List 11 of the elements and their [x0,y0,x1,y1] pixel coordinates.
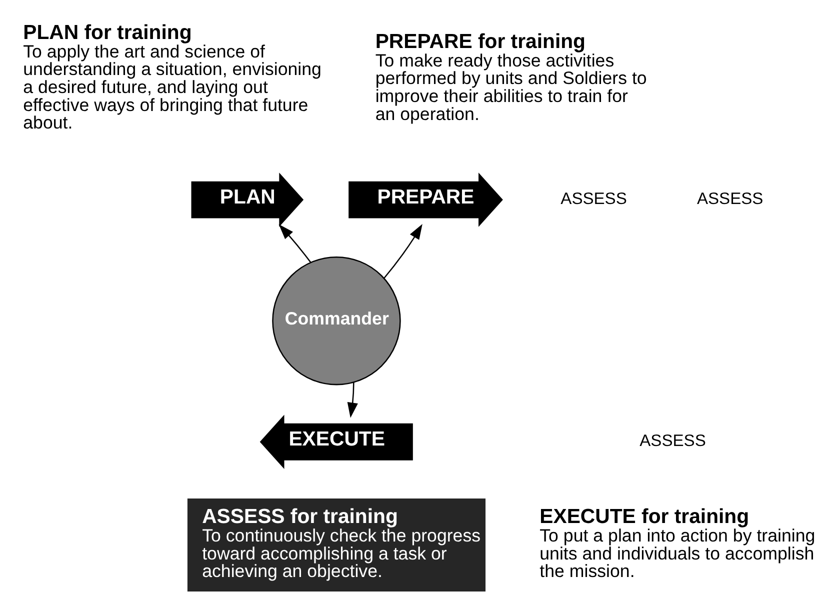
node-box: ASSESS for training To continuously check the progress toward accomplishing a task or achieving an objective. [186,498,486,592]
node-circle: Commander [272,256,400,385]
arrow [346,382,358,418]
node-text: PREPARE for training To make ready those activities performed by units and Soldiers to improve their abilities to train for an operation. [374,30,646,124]
label: ASSESS [560,188,626,208]
label: ASSESS [639,430,706,450]
label: ASSESS [696,188,763,208]
node-text: EXECUTE for training To put a plan into action by training units and individuals to accomplish the mission. [539,506,815,581]
arrow [278,224,311,262]
arrow [383,223,422,278]
node-text: PLAN for training To apply the art and science of understanding a situation, envisioning a desired future, and laying out effective ways of bringing that future about. [22,22,321,132]
